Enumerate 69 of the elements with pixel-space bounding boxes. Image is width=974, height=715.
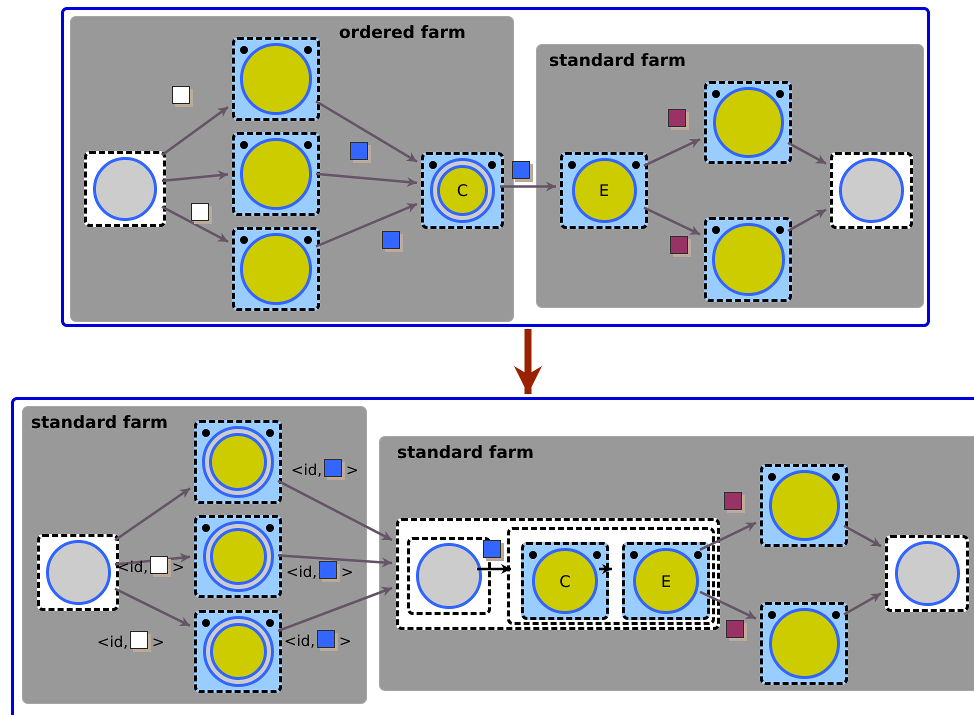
arrow: [277, 480, 393, 542]
panel-title: standard farm: [397, 443, 534, 463]
node-box: [84, 151, 166, 227]
arrow: [500, 182, 556, 192]
edge-label: >: [172, 558, 185, 576]
worker-box: [232, 37, 320, 121]
worker-box: [232, 227, 320, 311]
arrow: [162, 170, 228, 182]
arrow: [114, 487, 191, 542]
edge-label: >: [339, 632, 352, 650]
edge-label: <id,: [286, 562, 318, 580]
worker-box: [704, 217, 792, 302]
worker-box: [194, 515, 282, 598]
edge-label: >: [346, 460, 359, 478]
node-label: C: [456, 181, 468, 200]
arrow: [699, 522, 757, 551]
arrow: [843, 592, 882, 616]
container-frame: [61, 7, 930, 327]
worker-box: [704, 81, 792, 164]
node-label: E: [598, 181, 610, 200]
arrow: [477, 564, 511, 574]
arrow: [114, 552, 190, 566]
pipeline-box: [396, 518, 720, 630]
worker-box: [622, 542, 710, 620]
node-label: C: [559, 572, 571, 590]
arrow: [643, 206, 701, 236]
farm-panel: [22, 406, 367, 704]
panel-title: standard farm: [549, 51, 686, 71]
worker-box: [760, 464, 848, 547]
arrow: [643, 138, 701, 167]
arrow: [278, 554, 392, 568]
node-box: [37, 534, 119, 611]
arrow: [114, 588, 191, 627]
arrow: [316, 202, 418, 248]
pipeline-box: [507, 527, 715, 625]
arrow: [278, 586, 392, 632]
edge-label: <id,: [291, 460, 322, 478]
arrow: [161, 106, 229, 156]
arrow: [787, 208, 827, 232]
edge-label: >: [152, 632, 165, 650]
node-box: [830, 152, 913, 229]
arrow: [316, 172, 418, 187]
worker-box: [560, 152, 648, 229]
node-box: [885, 535, 969, 612]
panel-title: standard farm: [31, 413, 168, 433]
arrow: [843, 524, 882, 548]
worker-box: [421, 152, 504, 229]
worker-box: [760, 602, 848, 685]
arrow: [599, 564, 612, 574]
farm-panel: [536, 44, 924, 308]
worker-box: [194, 610, 282, 693]
arrow: [315, 100, 418, 163]
worker-box: [232, 132, 320, 216]
edge-label: <id,: [117, 558, 148, 576]
farm-panel: [379, 436, 974, 691]
arrow: [787, 142, 827, 165]
edge-label: <id,: [97, 632, 128, 650]
worker-box: [194, 420, 282, 504]
edge-label: >: [341, 562, 354, 580]
node-box: [407, 537, 491, 615]
node-label: E: [660, 572, 672, 590]
edge-label: <id,: [284, 632, 316, 650]
arrow: [699, 590, 757, 620]
arrow: [514, 329, 542, 394]
panel-title: ordered farm: [339, 23, 466, 43]
worker-box: [521, 542, 609, 620]
farm-panel: [70, 16, 514, 322]
container-frame: [11, 397, 974, 715]
arrow: [161, 206, 229, 243]
